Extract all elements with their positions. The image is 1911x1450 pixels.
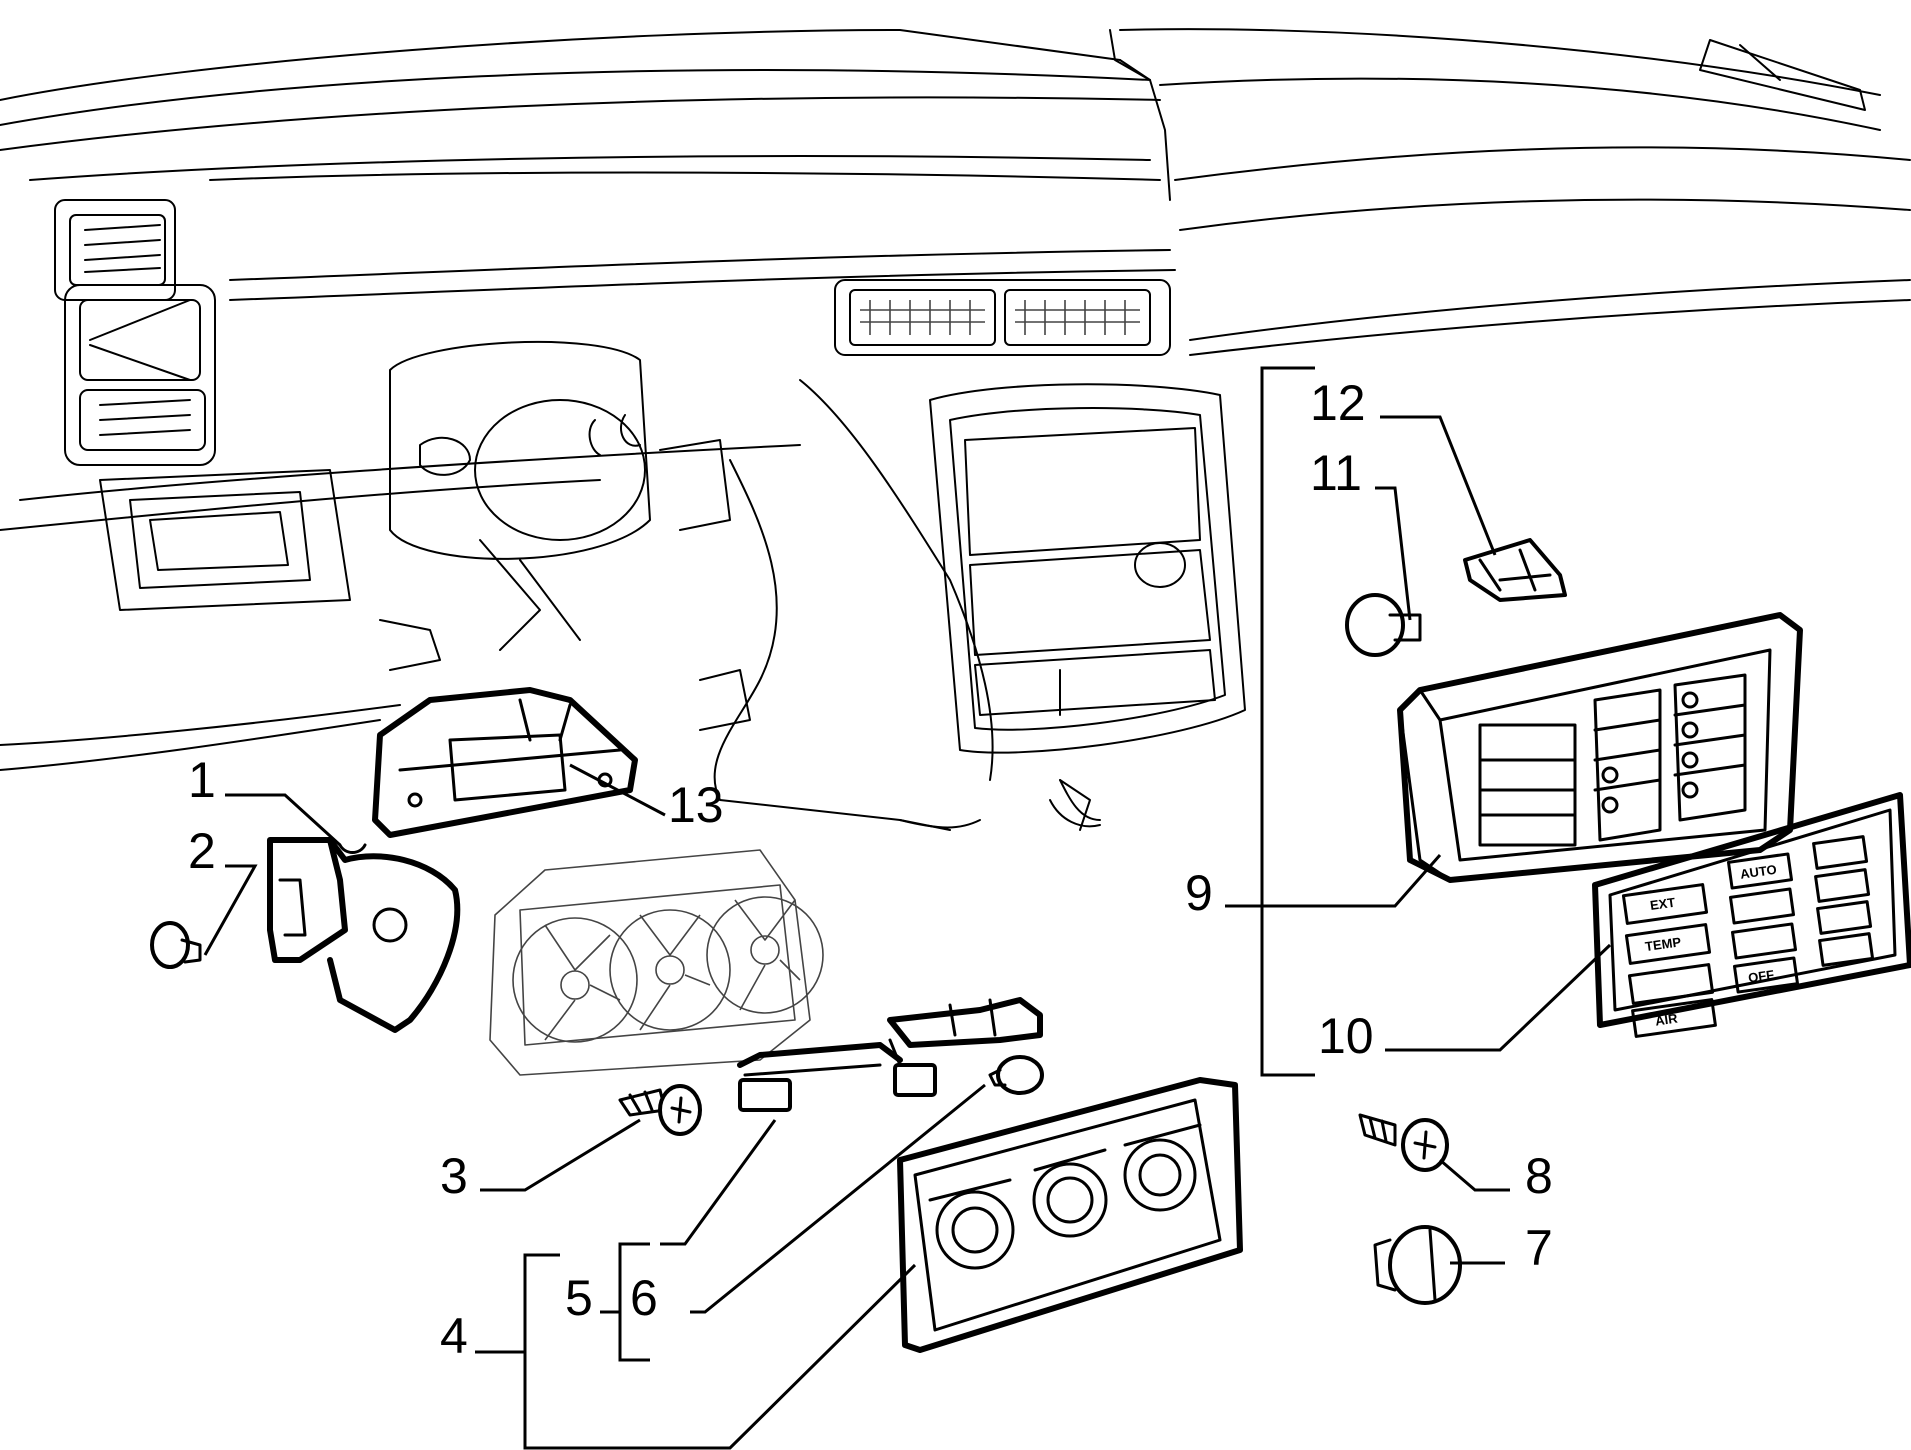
key-ext: EXT [1649,895,1676,913]
callout-2: 2 [188,823,216,879]
key-off: OFF [1747,967,1775,985]
key-temp: TEMP [1644,934,1682,954]
part-8-screw [1358,1113,1449,1172]
part-1-switch [267,837,461,1033]
part-13-bracket [372,687,638,838]
key-air: AIR [1654,1011,1679,1029]
callout-3: 3 [440,1148,468,1204]
part-2-clip [150,921,202,969]
callout-11: 11 [1310,445,1362,501]
dashboard-outline [0,28,1911,831]
callout-9: 9 [1185,865,1213,921]
callout-10: 10 [1318,1008,1374,1064]
callout-6: 6 [630,1270,658,1326]
part-4-front-panel [897,1077,1243,1353]
part-3-screw [618,1084,702,1136]
key-auto: AUTO [1739,862,1777,882]
callout-4: 4 [440,1308,468,1364]
part-10-label-panel: EXT TEMP AIR AUTO OFF [1592,792,1911,1038]
control-mechanism [489,849,824,1076]
callout-5: 5 [565,1270,593,1326]
callout-12: 12 [1310,375,1366,431]
callout-labels: 1 2 3 4 5 6 7 8 9 10 11 12 13 [188,375,1553,1364]
part-12-clip [1463,538,1567,602]
callout-8: 8 [1525,1148,1553,1204]
part-6-lamp [988,1055,1044,1095]
callout-1: 1 [188,752,216,808]
part-5-harness [737,997,1043,1112]
part-11-bulb-holder [1345,593,1422,657]
leader-lines [203,366,1612,1450]
callout-13: 13 [668,777,724,833]
part-7-knob [1373,1225,1462,1305]
callout-7: 7 [1525,1220,1553,1276]
